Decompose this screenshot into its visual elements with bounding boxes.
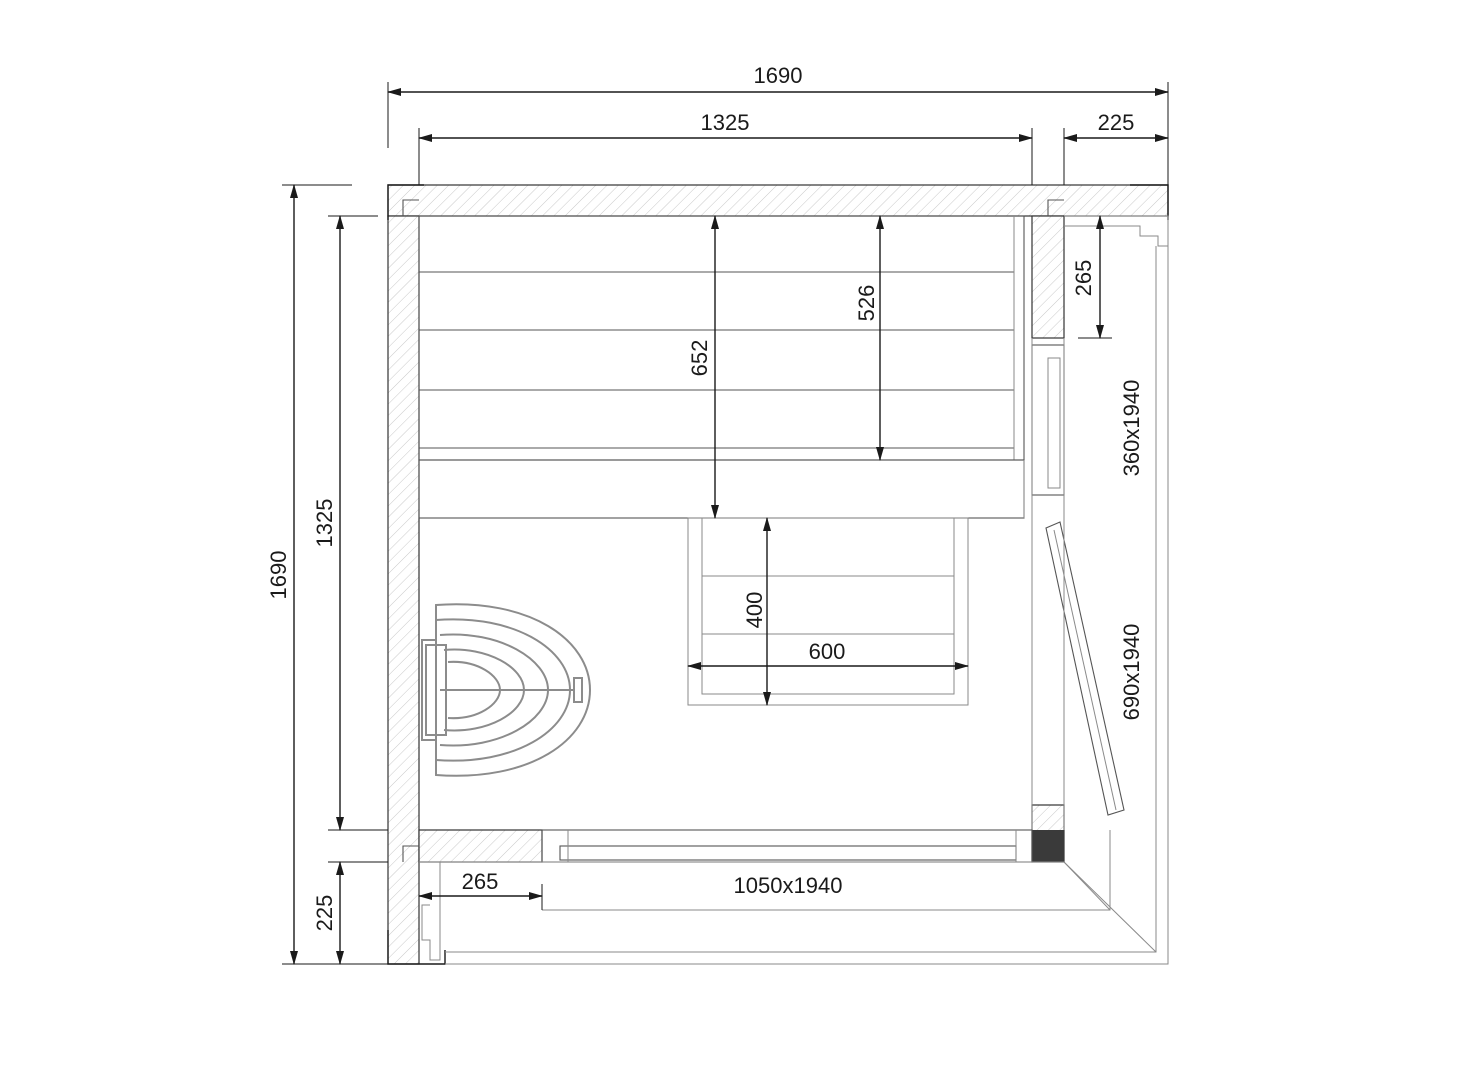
dimensions — [282, 82, 1169, 965]
label-right-offset: 265 — [1071, 260, 1096, 297]
plinth-bevel — [542, 830, 1111, 911]
walls — [387, 184, 1169, 965]
top-wall — [387, 184, 1169, 217]
bottom-left-notch — [402, 845, 419, 862]
label-bottom-offset: 265 — [462, 869, 499, 894]
right-upper-glass-pane — [1047, 357, 1061, 489]
upper-bench-outline — [418, 215, 1025, 461]
bottom-door — [541, 829, 1033, 863]
bottom-left-corner-cap — [387, 930, 446, 965]
corner-block — [1032, 830, 1064, 862]
label-step-depth: 400 — [742, 592, 767, 629]
bottom-wall-left — [418, 829, 543, 863]
label-right-upper-opening: 360x1940 — [1119, 380, 1144, 477]
right-glass-upper — [1031, 344, 1065, 496]
footstep — [687, 517, 969, 706]
upper-bench — [418, 215, 1025, 461]
heater-knob — [573, 677, 583, 703]
label-right-lower-opening: 690x1940 — [1119, 624, 1144, 721]
left-wall — [387, 215, 420, 965]
label-step-width: 600 — [809, 639, 846, 664]
dimension-labels: 1690 1325 225 1690 1325 225 652 526 400 … — [266, 63, 1144, 931]
lower-bench — [418, 459, 1025, 519]
top-right-notch — [1047, 199, 1064, 216]
heater-mount — [421, 639, 437, 741]
heater-basket-outer — [435, 603, 592, 777]
right-jamb-profile — [1064, 215, 1169, 247]
plinth-outer — [445, 246, 1169, 965]
heater — [421, 603, 592, 777]
lower-bench-outline — [418, 459, 1025, 519]
bottom-door-leaf — [559, 845, 1017, 861]
label-bench-outer: 652 — [687, 340, 712, 377]
label-bench-inner: 526 — [854, 285, 879, 322]
top-left-notch — [402, 199, 419, 216]
label-left-bottom: 225 — [312, 895, 337, 932]
right-door — [1031, 338, 1125, 830]
label-top-total: 1690 — [754, 63, 803, 88]
bottom-jamb-profile — [419, 861, 441, 961]
top-left-corner-cap — [387, 184, 424, 220]
right-door-leaf — [1045, 521, 1125, 816]
right-door-inner-line — [1053, 529, 1117, 811]
label-top-right: 225 — [1098, 110, 1135, 135]
label-bottom-door-opening: 1050x1940 — [734, 873, 843, 898]
footstep-outline — [687, 517, 969, 706]
label-left-inner: 1325 — [312, 499, 337, 548]
label-top-inner: 1325 — [701, 110, 750, 135]
right-wall-upper — [1031, 215, 1065, 339]
outer-plinth — [440, 246, 1169, 965]
label-left-total: 1690 — [266, 551, 291, 600]
plinth-bevel-diagonal — [1063, 861, 1111, 911]
footstep-inner — [701, 517, 955, 695]
